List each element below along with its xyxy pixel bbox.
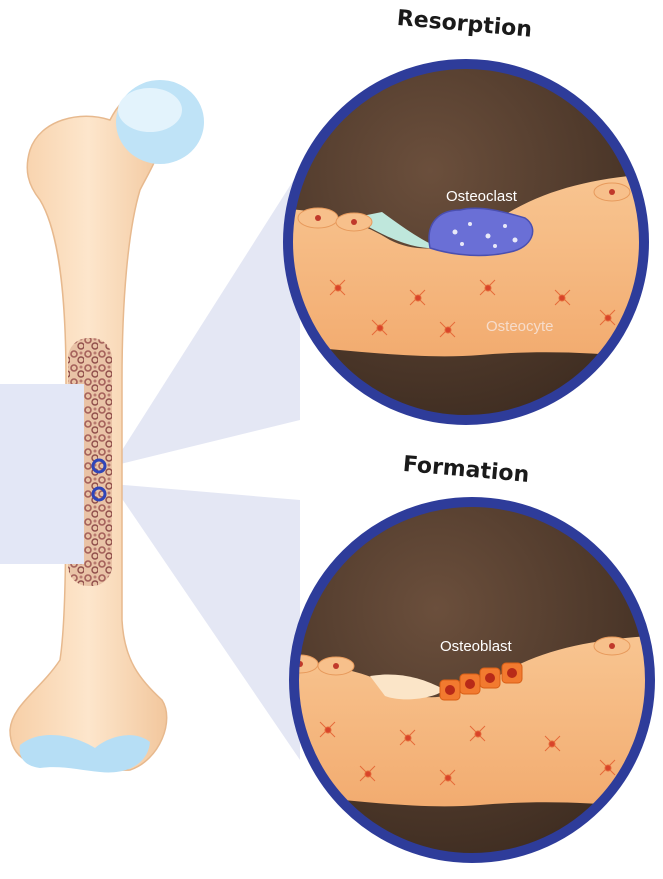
overlay-panel xyxy=(0,384,84,564)
resorption-magnifier xyxy=(250,64,660,420)
osteoblast-label: Osteoblast xyxy=(440,638,512,655)
projection-beam-top xyxy=(112,170,300,466)
osteocyte-label: Osteocyte xyxy=(486,318,554,335)
osteoclast-cell xyxy=(429,208,533,255)
osteoclast-label: Osteoclast xyxy=(446,188,517,205)
formation-magnifier xyxy=(260,502,660,858)
